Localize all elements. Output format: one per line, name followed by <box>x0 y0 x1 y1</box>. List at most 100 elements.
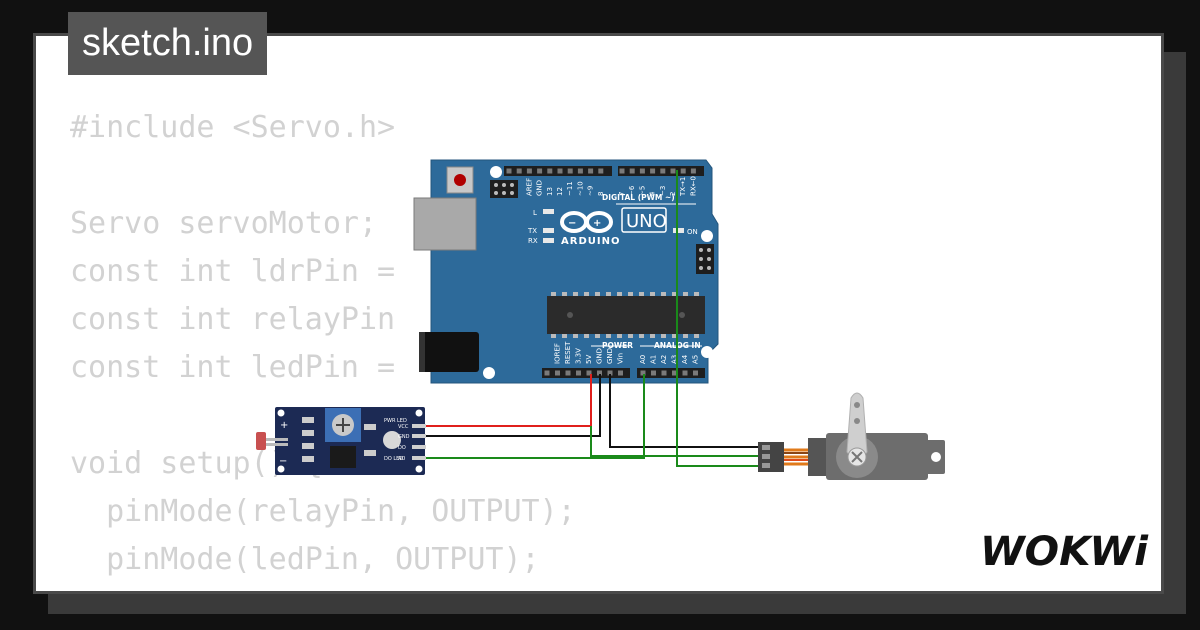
header-pin[interactable] <box>680 168 686 174</box>
power-jack <box>419 332 479 372</box>
code-line: const int relayPin <box>70 302 414 337</box>
power-pin-label: Vin <box>617 353 625 364</box>
header-pin[interactable] <box>506 168 512 174</box>
analog-header <box>637 368 705 378</box>
header-pin[interactable] <box>565 370 571 376</box>
mount-hole <box>701 346 713 358</box>
header-pin[interactable] <box>557 168 563 174</box>
led-l-label: L <box>533 209 537 217</box>
power-pin-label: 5V <box>585 355 593 364</box>
digital-pin-label: RX←0 <box>689 176 697 196</box>
pwr-led-label: PWR LED <box>384 418 407 424</box>
header-pin[interactable] <box>586 370 592 376</box>
ldr-photoresistor-icon <box>256 432 266 450</box>
header-pin[interactable] <box>639 168 645 174</box>
icsp-header <box>490 180 518 198</box>
module-pin[interactable] <box>412 424 426 428</box>
module-pin[interactable] <box>412 456 426 460</box>
led-tx-label: TX <box>527 227 537 235</box>
header-pin[interactable] <box>672 370 677 376</box>
header-pin[interactable] <box>693 370 698 376</box>
wire-gnd-black[interactable] <box>424 374 601 437</box>
chip-pin <box>595 292 600 296</box>
header-pin[interactable] <box>526 168 532 174</box>
wire-d9-green[interactable] <box>676 170 762 467</box>
chip-pin <box>650 334 655 338</box>
module-pin-label: AO <box>398 456 405 462</box>
header-pin[interactable] <box>567 168 573 174</box>
header-pin[interactable] <box>577 168 583 174</box>
header-pin[interactable] <box>640 370 646 376</box>
chip-pin <box>551 334 556 338</box>
icsp-header-right <box>696 244 714 274</box>
power-header <box>542 368 630 378</box>
power-label: POWER <box>602 341 633 350</box>
header-pin[interactable] <box>618 370 623 376</box>
digital-pin-label: ~9 <box>587 186 595 196</box>
header-pin[interactable] <box>537 168 543 174</box>
code-line: const int ldrPin = <box>70 254 414 289</box>
chip-pin <box>617 334 622 338</box>
digital-label: DIGITAL (PWM ~) <box>602 193 675 202</box>
header-pin[interactable] <box>661 370 667 376</box>
digital-pin-label: ~3 <box>659 186 667 196</box>
digital-pin-label: GND <box>536 180 544 196</box>
chip-pin <box>562 334 567 338</box>
mount-hole <box>483 367 495 379</box>
servo-screw-icon <box>851 451 863 463</box>
digital-pin-label: 13 <box>546 187 554 196</box>
digital-pin-label: 12 <box>556 187 564 196</box>
chip-pin <box>694 334 699 338</box>
code-line: #include <Servo.h> <box>70 110 396 145</box>
code-background: #include <Servo.h>Servo servoMotor;const… <box>70 104 576 591</box>
mount-hole <box>490 166 502 178</box>
header-pin[interactable] <box>682 370 688 376</box>
chip-pin <box>606 292 611 296</box>
board-brand: ARDUINO <box>561 236 620 247</box>
header-pin[interactable] <box>598 168 604 174</box>
chip-pin <box>584 334 589 338</box>
module-pin[interactable] <box>412 434 426 438</box>
header-pin[interactable] <box>547 168 553 174</box>
header-pin[interactable] <box>544 370 550 376</box>
header-pin[interactable] <box>597 370 602 376</box>
code-line: pinMode(relayPin, OUTPUT); <box>70 494 576 529</box>
digital-pin-label: TX→1 <box>679 177 687 197</box>
header-pin[interactable] <box>576 370 581 376</box>
wire-5v-servo-green[interactable] <box>590 426 762 457</box>
module-pin[interactable] <box>412 445 426 449</box>
power-pin-label: 3.3V <box>575 348 583 364</box>
chip-pin <box>694 292 699 296</box>
analog-pin-label: A3 <box>671 355 679 364</box>
chip-pin <box>639 292 644 296</box>
ldr-plus: + <box>280 420 288 431</box>
chip-pin <box>573 292 578 296</box>
header-pin[interactable] <box>670 168 676 174</box>
wokwi-logo-text: WOKWi <box>980 529 1149 575</box>
file-tab[interactable]: sketch.ino <box>68 12 268 75</box>
chip-pin <box>683 334 688 338</box>
header-pin[interactable] <box>660 168 666 174</box>
code-line: pinMode(ledPin, OUTPUT); <box>70 542 540 577</box>
plus-glyph-icon: + <box>593 218 601 229</box>
chip-pin <box>584 292 589 296</box>
digital-pin-label: ~6 <box>628 185 636 196</box>
header-pin[interactable] <box>629 168 635 174</box>
wire-gnd-servo-black[interactable] <box>609 374 762 448</box>
wire-a0-green[interactable] <box>424 374 645 459</box>
header-pin[interactable] <box>650 168 656 174</box>
digital-pin-label: ~11 <box>566 181 574 196</box>
servo-connector <box>758 442 784 472</box>
header-pin[interactable] <box>690 168 696 174</box>
header-pin[interactable] <box>619 168 625 174</box>
header-pin[interactable] <box>588 168 594 174</box>
header-pin[interactable] <box>555 370 560 376</box>
chip-pin <box>672 292 677 296</box>
header-pin[interactable] <box>651 370 656 376</box>
servo-motor[interactable] <box>758 392 945 480</box>
header-pin[interactable] <box>607 370 613 376</box>
header-pin[interactable] <box>516 168 522 174</box>
